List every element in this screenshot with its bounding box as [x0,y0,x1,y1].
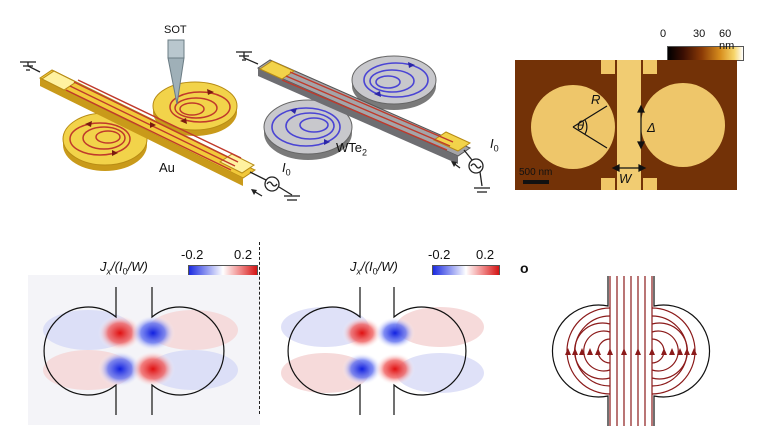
quantity-sub: x [106,266,112,277]
streamlines-diagram [551,276,711,426]
current-subscript: 0 [493,143,499,154]
material-label-au: Au [159,160,175,175]
quantity-tail: /W) [377,259,398,274]
quantity-symbol: J [100,259,107,274]
map-simulated-cbar-max: 0.2 [476,247,495,262]
streamlines-panel: o [520,260,750,428]
current-label-au: I0 [282,160,291,178]
current-label-wte2: I0 [490,136,499,154]
quantity-sub: x [356,266,362,277]
map-measured-quantity: Jx/(I0/W) [100,259,148,277]
quantity-rest-sub: 0 [122,266,128,277]
probe-label: SOT [164,24,187,36]
map-simulated-image [270,275,502,425]
map-measured-panel: Jx/(I0/W) -0.2 0.2 [28,245,260,425]
map-measured-image [28,275,260,425]
afm-colorbar-tick-2: 60 nm [719,28,735,52]
material-label-wte2: WTe2 [336,140,367,158]
afm-label-w: W [619,171,632,186]
panel-divider [259,242,260,414]
quantity-symbol: J [350,259,357,274]
afm-label-r: R [591,92,601,107]
material-sub: 2 [362,147,368,158]
material-main: WTe [336,140,362,155]
afm-topography-image [515,60,737,190]
quantity-rest: /(I [361,259,373,274]
afm-scale-bar-label: 500 nm [519,167,553,178]
panel-letter-o: o [520,260,529,276]
quantity-tail: /W) [127,259,148,274]
afm-panel: 0 30 60 nm R θ Δ W 500 nm [515,28,745,198]
map-measured-cbar-min: -0.2 [181,247,204,262]
map-measured-cbar-max: 0.2 [234,247,253,262]
current-source-icon [249,171,300,201]
afm-label-theta: θ [577,118,585,133]
current-symbol: I [282,160,286,175]
au-device-panel: SOT Au I0 [0,0,300,210]
afm-colorbar-tick-0: 0 [660,28,667,40]
afm-label-delta: Δ [647,120,656,135]
afm-colorbar-tick-1: 30 [693,28,706,40]
ground-icon [20,61,41,73]
current-source-icon [463,149,490,193]
quantity-rest: /(I [111,259,123,274]
wte2-device-illustration [236,51,490,193]
ground-icon [236,51,259,65]
au-device-illustration [20,39,300,201]
current-subscript: 0 [285,167,291,178]
map-simulated-cbar-min: -0.2 [428,247,451,262]
current-symbol: I [490,136,494,151]
map-simulated-quantity: Jx/(I0/W) [350,259,398,277]
wte2-device-panel: WTe2 I0 [220,20,510,210]
quantity-rest-sub: 0 [372,266,378,277]
map-simulated-panel: Jx/(I0/W) -0.2 0.2 [270,245,502,425]
